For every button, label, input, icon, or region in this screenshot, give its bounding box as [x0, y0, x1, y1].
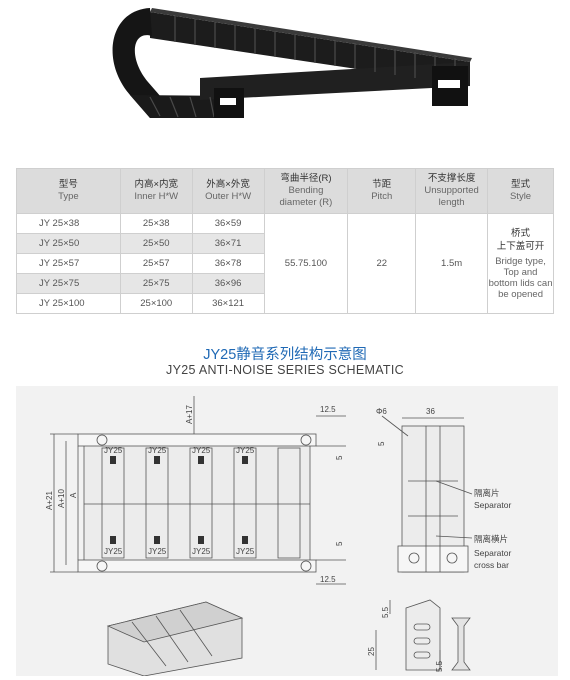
dim-12-5-top: 12.5	[320, 405, 336, 414]
cell-inner: 25×57	[119, 253, 193, 274]
dim-5-top: 5	[335, 455, 344, 460]
cell-inner: 25×75	[119, 273, 193, 294]
cell-outer: 36×59	[191, 213, 265, 234]
cell-unsupported: 1.5m	[415, 213, 489, 314]
cell-inner: 25×50	[119, 233, 193, 254]
dim-5-side: 5	[377, 441, 386, 446]
dim-5-bottom: 5	[335, 541, 344, 546]
style-zh-2: 上下盖可开	[496, 241, 545, 252]
stamp-2: JY25	[148, 446, 167, 455]
dim-5-5-a: 5.5	[381, 606, 390, 618]
dim-a17: A+17	[185, 405, 194, 424]
section-title-zh: JY25静音系列结构示意图	[203, 347, 367, 363]
crossbar-label-en-2: cross bar	[474, 560, 509, 570]
table-row: JY 25×38 25×38 36×59 55.75.100 22 1.5m 桥…	[16, 213, 554, 314]
crossbar-label-zh: 隔离横片	[474, 534, 508, 544]
cell-type: JY 25×50	[16, 233, 121, 254]
cell-type: JY 25×57	[16, 253, 121, 274]
stamp-7: JY25	[192, 547, 211, 556]
dim-5-5-b: 5.5	[435, 660, 444, 672]
stamp-8: JY25	[236, 547, 255, 556]
stamp-1: JY25	[104, 446, 123, 455]
cell-outer: 36×121	[191, 293, 265, 314]
dim-a21: A+21	[45, 491, 54, 510]
cell-inner: 25×38	[119, 213, 193, 234]
cell-outer: 36×78	[191, 253, 265, 274]
crossbar-label-en-1: Separator	[474, 548, 511, 558]
cell-style: 桥式 上下盖可开 Bridge type, Top and bottom lid…	[487, 213, 554, 314]
separator-label-en: Separator	[474, 500, 511, 510]
cell-type: JY 25×75	[16, 273, 121, 294]
cell-bending: 55.75.100	[263, 213, 349, 314]
cell-outer: 36×96	[191, 273, 265, 294]
dim-12-5-bottom: 12.5	[320, 575, 336, 584]
dim-36: 36	[426, 407, 435, 416]
schematic-drawing: JY25 JY25 JY25 JY25 JY25 JY25 JY25 JY25 …	[16, 386, 558, 676]
cell-inner: 25×100	[119, 293, 193, 314]
cell-type: JY 25×100	[16, 293, 121, 314]
table-row: JY 25×75 25×75 36×96	[16, 273, 554, 294]
stamp-5: JY25	[104, 547, 123, 556]
stamp-4: JY25	[236, 446, 255, 455]
style-zh-1: 桥式	[511, 228, 531, 239]
section-title-en: JY25 ANTI-NOISE SERIES SCHEMATIC	[166, 363, 404, 377]
table-row: JY 25×100 25×100 36×121	[16, 293, 554, 314]
dim-phi6: Φ6	[376, 407, 387, 416]
cable-chain-photo	[0, 0, 570, 160]
stamp-6: JY25	[148, 547, 167, 556]
cell-type: JY 25×38	[16, 213, 121, 234]
stamp-3: JY25	[192, 446, 211, 455]
dim-a: A	[69, 492, 78, 498]
style-en: Bridge type, Top and bottom lids can be …	[488, 256, 553, 300]
dim-25: 25	[367, 647, 376, 656]
cell-pitch: 22	[347, 213, 417, 314]
separator-label-zh: 隔离片	[474, 488, 500, 498]
dim-a10: A+10	[57, 489, 66, 508]
cell-outer: 36×71	[191, 233, 265, 254]
